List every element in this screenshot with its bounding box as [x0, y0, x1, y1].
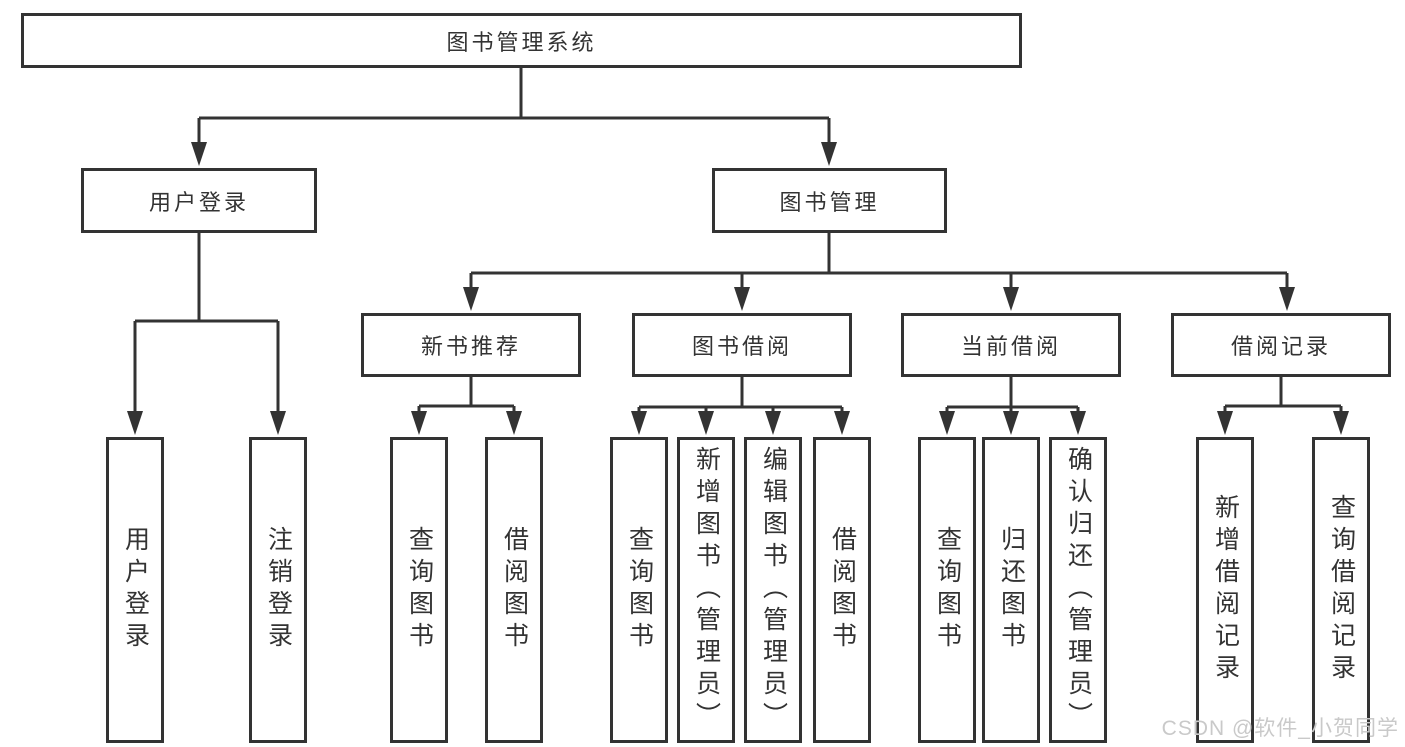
csdn-watermark: CSDN @软件_小贺同学: [1161, 717, 1399, 740]
node-borrowing-records: 借阅记录: [1171, 313, 1391, 377]
leaf-query-borrow-record: 查询借阅记录: [1312, 437, 1370, 743]
leaf-return-books: 归还图书: [982, 437, 1040, 743]
node-library-system: 图书管理系统: [21, 13, 1022, 68]
leaf-borrow-books: 借阅图书: [485, 437, 543, 743]
leaf-borrow-books: 借阅图书: [813, 437, 871, 743]
leaf-query-books: 查询图书: [918, 437, 976, 743]
node-user-login: 用户登录: [81, 168, 317, 233]
node-book-borrowing: 图书借阅: [632, 313, 852, 377]
node-current-borrowing: 当前借阅: [901, 313, 1121, 377]
leaf-logout: 注销登录: [249, 437, 307, 743]
leaf-user-login: 用户登录: [106, 437, 164, 743]
leaf-edit-books-admin: 编辑图书（管理员）: [744, 437, 802, 743]
leaf-query-books: 查询图书: [610, 437, 668, 743]
leaf-add-borrow-record: 新增借阅记录: [1196, 437, 1254, 743]
leaf-add-books-admin: 新增图书（管理员）: [677, 437, 735, 743]
leaf-confirm-return-admin: 确认归还（管理员）: [1049, 437, 1107, 743]
leaf-query-books: 查询图书: [390, 437, 448, 743]
node-book-management: 图书管理: [712, 168, 947, 233]
node-new-book-recommendation: 新书推荐: [361, 313, 581, 377]
